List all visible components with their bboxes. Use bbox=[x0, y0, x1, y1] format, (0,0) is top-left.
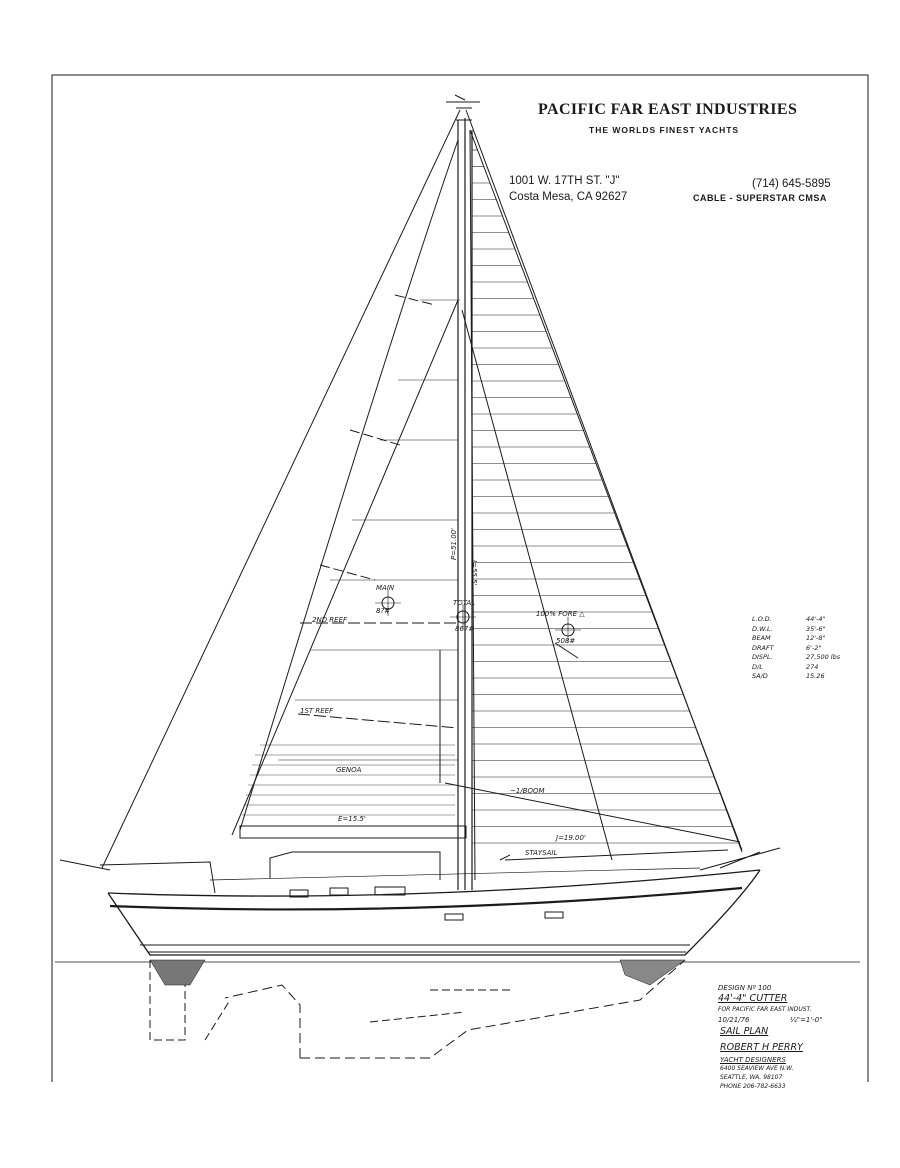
spec-row: L.O.D. 44'-4" bbox=[752, 615, 862, 624]
spec-value: 274 bbox=[806, 662, 819, 671]
label-total-area: 867# bbox=[455, 625, 475, 633]
spec-value: 15.26 bbox=[806, 672, 825, 680]
spec-value: 6'-2" bbox=[806, 643, 822, 652]
spec-value: 12'-8" bbox=[806, 634, 826, 642]
label-mast-p: P=51.00' bbox=[450, 527, 458, 560]
mainsail-foot bbox=[239, 825, 467, 839]
spec-label: D.W.L. bbox=[752, 624, 773, 633]
rudder bbox=[149, 960, 186, 1041]
spec-row: DISPL. 27,500 lbs bbox=[752, 653, 862, 662]
boot-stripe bbox=[140, 944, 690, 953]
address-line-1: 1001 W. 17TH ST. "J" bbox=[509, 175, 620, 187]
spec-row: SA/D 15.26 bbox=[752, 672, 862, 681]
inner-forestay bbox=[461, 309, 613, 861]
company-name: PACIFIC FAR EAST INDUSTRIES bbox=[538, 101, 798, 118]
rudder-skeg bbox=[204, 999, 231, 1041]
jib-luff bbox=[469, 129, 743, 851]
staysail-foot bbox=[504, 849, 729, 861]
spec-label: DRAFT bbox=[752, 643, 774, 652]
label-genoa-area: 508# bbox=[556, 637, 576, 645]
spec-label: DISPL. bbox=[752, 653, 773, 661]
portlight-3 bbox=[374, 886, 406, 896]
tb-name: 44'-4" CUTTER bbox=[718, 993, 788, 1004]
tb-city: SEATTLE, WA. 98107 bbox=[720, 1074, 783, 1081]
hull-port-2 bbox=[544, 911, 564, 919]
label-mast-i: I=55.5' bbox=[470, 560, 478, 586]
label-second-reef: 2ND REEF bbox=[312, 616, 348, 624]
label-j-dim: J=19.00' bbox=[556, 834, 586, 842]
portlight-1 bbox=[289, 889, 309, 898]
deckhouse bbox=[269, 851, 441, 880]
running-backstay bbox=[231, 299, 459, 836]
jib-panel-lines bbox=[472, 149, 740, 844]
main-panel-lines bbox=[242, 744, 455, 816]
label-genoa-small: GENOA bbox=[336, 766, 362, 774]
mainsail-leech bbox=[239, 139, 459, 831]
address-line-2: Costa Mesa, CA 92627 bbox=[509, 191, 628, 203]
label-main: MAIN bbox=[376, 584, 395, 592]
spec-row: D/L 274 bbox=[752, 663, 862, 672]
spec-label: L.O.D. bbox=[752, 615, 772, 623]
jib-leech bbox=[469, 129, 476, 881]
antifouling-aft bbox=[149, 959, 206, 986]
label-total: TOTAL bbox=[453, 599, 476, 607]
tb-date: 10/21/76 bbox=[718, 1016, 750, 1024]
lifelines bbox=[209, 867, 701, 881]
spec-label: SA/D bbox=[752, 672, 768, 680]
hull-port-1 bbox=[444, 913, 464, 921]
bow-pulpit bbox=[699, 847, 781, 871]
main-batten-lines bbox=[278, 299, 460, 761]
stern-pulpit bbox=[59, 859, 216, 894]
ce-crosshairs bbox=[375, 590, 581, 643]
spec-value: 35'-6" bbox=[806, 624, 826, 633]
reef-line-1 bbox=[297, 713, 459, 729]
spec-row: D.W.L. 35'-6" bbox=[752, 625, 862, 634]
spec-value: 44'-4" bbox=[806, 615, 826, 623]
tb-firm: YACHT DESIGNERS bbox=[720, 1056, 786, 1064]
mast bbox=[457, 118, 473, 890]
label-genoa: 100% FORE △ bbox=[536, 610, 585, 618]
dashed-roach bbox=[319, 294, 436, 581]
spec-label: BEAM bbox=[752, 634, 771, 642]
label-first-reef: 1ST REEF bbox=[300, 707, 334, 715]
tb-for-line: FOR PACIFIC FAR EAST INDUST. bbox=[718, 1006, 812, 1013]
spec-row: DRAFT 6'-2" bbox=[752, 644, 862, 653]
backstay bbox=[101, 109, 461, 869]
genoa-leader bbox=[554, 642, 579, 659]
label-boom-dim: E=15.5' bbox=[338, 815, 366, 823]
cove-stripe bbox=[109, 886, 743, 911]
spec-value: 27,500 lbs bbox=[806, 653, 841, 661]
label-main-area: 8?# bbox=[376, 607, 391, 615]
keel-fwd-edge bbox=[224, 984, 301, 1058]
phone-number: (714) 645-5895 bbox=[752, 178, 831, 190]
label-boom: ~1/BOOM bbox=[510, 787, 545, 795]
label-staysail: STAYSAIL bbox=[525, 849, 558, 857]
staysail-sheet bbox=[444, 782, 741, 843]
cable-address: CABLE - SUPERSTAR CMSA bbox=[693, 193, 827, 203]
portlight-2 bbox=[329, 887, 349, 896]
bilge-dashed bbox=[369, 989, 510, 1023]
tb-drawing: SAIL PLAN bbox=[720, 1026, 769, 1037]
company-tagline: THE WORLDS FINEST YACHTS bbox=[589, 125, 740, 135]
tb-phone: PHONE 206-782-6633 bbox=[720, 1083, 786, 1090]
spec-row: BEAM 12'-8" bbox=[752, 634, 862, 643]
sheer-line bbox=[107, 869, 761, 897]
tb-scale: ¼"=1'-0" bbox=[790, 1016, 823, 1024]
spec-label: D/L bbox=[752, 662, 763, 671]
tb-design-no: DESIGN Nº 100 bbox=[718, 984, 772, 992]
tb-designer: ROBERT H PERRY bbox=[720, 1042, 803, 1053]
tb-street: 6400 SEAVIEW AVE N.W. bbox=[720, 1065, 794, 1072]
hull-bottom bbox=[107, 869, 761, 956]
staysail-leader bbox=[499, 854, 511, 861]
antifouling-fwd bbox=[619, 959, 686, 986]
masthead bbox=[446, 94, 480, 121]
